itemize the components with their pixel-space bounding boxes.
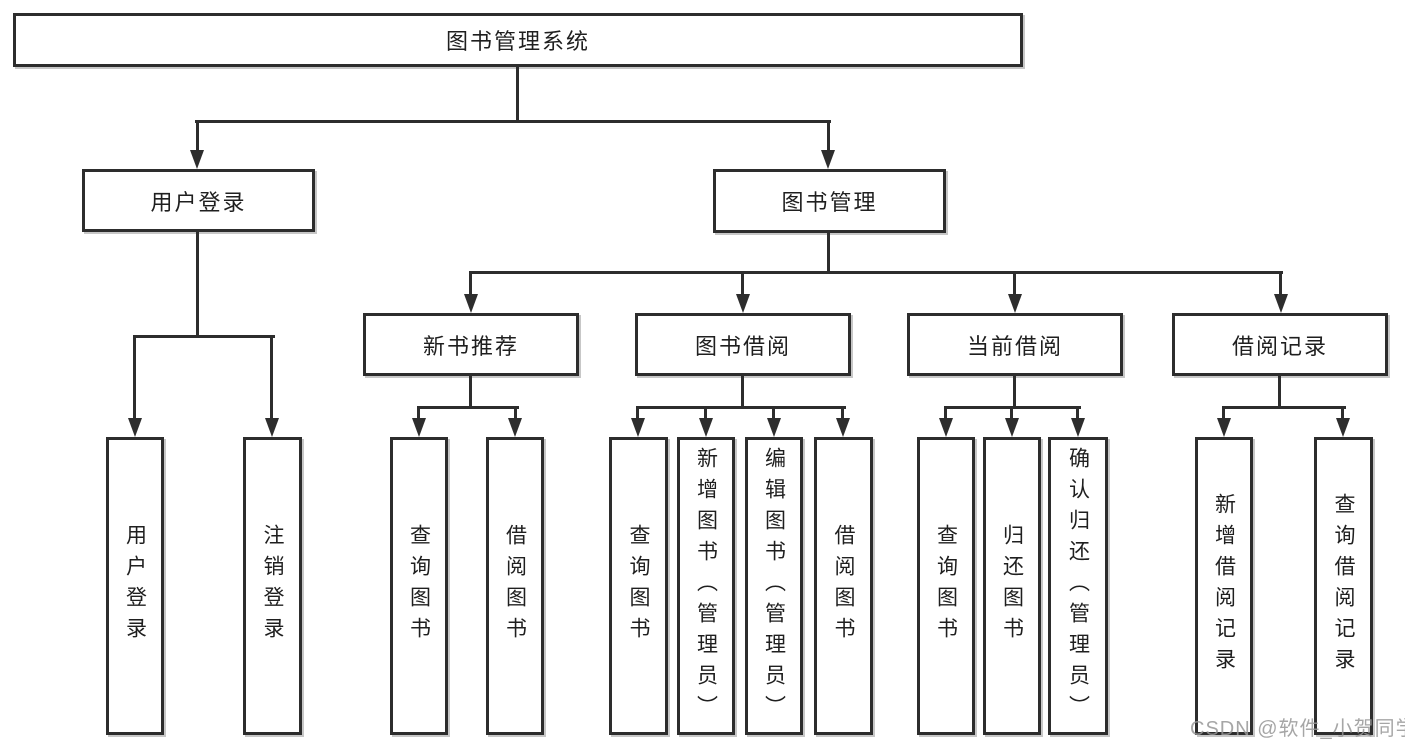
leaf-record-query: 查询借阅记录 [1314,437,1373,735]
leaf-record-add-label: 新增借阅记录 [1212,493,1236,679]
arrowhead-icon [1005,418,1019,437]
leaf-cur-query-books: 查询图书 [917,437,975,735]
connector-line [270,335,273,419]
node-book-mgmt-label: 图书管理 [781,190,878,215]
connector-line [1279,271,1282,296]
leaf-borrow-borrow-books: 借阅图书 [814,437,873,735]
leaf-cur-confirm-return: 确认归还（管理员） [1048,437,1108,735]
connector-line [827,120,830,152]
connector-line [417,406,420,420]
leaf-borrow-add-books: 新增图书（管理员） [677,437,735,735]
arrowhead-icon [265,418,279,437]
connector-line [469,271,472,296]
connector-line [417,406,519,409]
leaf-rec-query-books: 查询图书 [390,437,448,735]
leaf-cur-return-books: 归还图书 [983,437,1041,735]
node-user-login: 用户登录 [82,169,315,232]
node-root-label: 图书管理系统 [445,29,590,54]
arrowhead-icon [128,418,142,437]
arrowhead-icon [464,294,478,313]
arrowhead-icon [1217,418,1231,437]
connector-line [636,406,639,420]
node-user-login-label: 用户登录 [150,189,247,215]
leaf-logout: 注销登录 [243,437,302,735]
node-book-borrow: 图书借阅 [635,313,851,376]
arrowhead-icon [1274,294,1288,313]
connector-line [469,271,1283,274]
node-current-borrow-label: 当前借阅 [966,333,1063,359]
connector-line [1222,406,1346,409]
connector-line [741,376,744,406]
arrowhead-icon [190,150,204,169]
connector-line [196,232,199,335]
arrowhead-icon [736,294,750,313]
leaf-borrow-add-books-label: 新增图书（管理员） [694,446,718,726]
node-new-book-rec: 新书推荐 [363,313,579,376]
connector-line [944,406,947,420]
leaf-user-login-label: 用户登录 [123,524,147,648]
connector-line [1341,406,1344,420]
node-book-borrow-label: 图书借阅 [694,333,791,359]
node-current-borrow: 当前借阅 [907,313,1123,376]
connector-line [516,67,519,120]
connector-line [195,120,831,123]
connector-line [741,271,744,296]
leaf-rec-borrow-books-label: 借阅图书 [503,524,527,648]
arrowhead-icon [1008,294,1022,313]
connector-line [1278,376,1281,406]
leaf-cur-query-books-label: 查询图书 [934,524,958,648]
leaf-rec-query-books-label: 查询图书 [407,524,431,648]
connector-line [133,335,136,419]
node-new-book-rec-label: 新书推荐 [422,333,519,359]
arrowhead-icon [1071,418,1085,437]
connector-line [704,406,707,420]
connector-line [772,406,775,420]
connector-line [514,406,517,420]
leaf-borrow-borrow-books-label: 借阅图书 [832,524,855,648]
connector-line [469,376,472,406]
arrowhead-icon [821,150,835,169]
arrowhead-icon [412,418,426,437]
connector-line [1013,376,1016,406]
arrowhead-icon [631,418,645,437]
connector-line [1076,406,1079,420]
arrowhead-icon [836,418,850,437]
watermark: CSDN @软件_小贺同学 [1190,718,1405,740]
node-borrow-record-label: 借阅记录 [1231,333,1328,359]
arrowhead-icon [699,418,713,437]
leaf-cur-confirm-return-label: 确认归还（管理员） [1066,446,1090,726]
leaf-borrow-edit-books: 编辑图书（管理员） [745,437,803,735]
leaf-user-login: 用户登录 [106,437,164,735]
node-borrow-record: 借阅记录 [1172,313,1388,376]
leaf-borrow-edit-books-label: 编辑图书（管理员） [762,446,786,726]
connector-line [196,120,199,152]
connector-line [1013,271,1016,296]
connector-line [636,406,846,409]
connector-line [133,335,275,338]
connector-line [827,233,830,273]
leaf-logout-label: 注销登录 [261,524,284,648]
arrowhead-icon [1336,418,1350,437]
leaf-record-query-label: 查询借阅记录 [1332,493,1355,679]
node-root: 图书管理系统 [13,13,1023,67]
connector-line [841,406,844,420]
arrowhead-icon [508,418,522,437]
leaf-rec-borrow-books: 借阅图书 [486,437,544,735]
connector-line [1010,406,1013,420]
connector-line [1222,406,1225,420]
leaf-borrow-query-books-label: 查询图书 [627,524,650,648]
leaf-borrow-query-books: 查询图书 [609,437,668,735]
arrowhead-icon [939,418,953,437]
node-book-mgmt: 图书管理 [713,169,946,233]
leaf-cur-return-books-label: 归还图书 [1000,524,1024,648]
arrowhead-icon [767,418,781,437]
leaf-record-add: 新增借阅记录 [1195,437,1253,735]
